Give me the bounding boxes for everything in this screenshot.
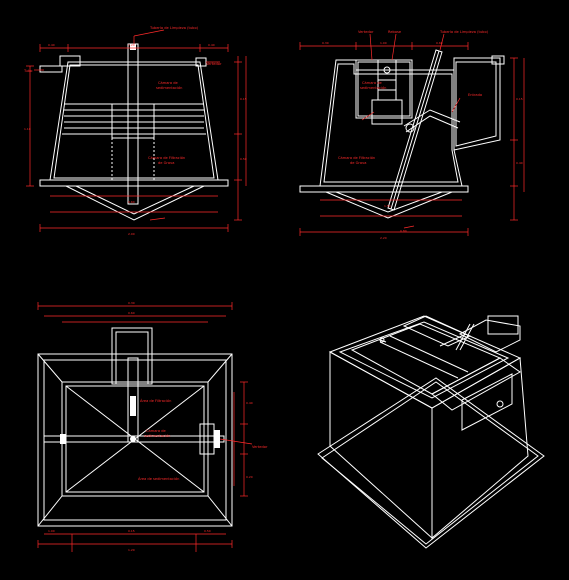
side-dim-0: 0.30 bbox=[322, 41, 329, 45]
front-section-view: Tubería de Limpieza (tubo) Tubo Vertedor… bbox=[23, 26, 247, 236]
side-inner-label-2b: de Grava bbox=[350, 161, 366, 165]
side-inner-label-1b: sedimentación bbox=[360, 86, 386, 90]
isometric-view bbox=[317, 315, 545, 549]
plan-label-1: Área de Filtración bbox=[140, 398, 171, 403]
plan-label-2b: sedimentación bbox=[144, 434, 170, 438]
front-inner-label-2: Cámara de Filtración bbox=[148, 156, 185, 160]
plan-dim-5: 1.00 bbox=[48, 529, 55, 533]
side-dim-1: 1.00 bbox=[380, 41, 387, 45]
front-inner-label-1: Cámara de bbox=[158, 81, 179, 85]
plan-right-label: Vertedor bbox=[252, 445, 268, 449]
front-dim-3: 2.00 bbox=[128, 232, 135, 236]
plan-dim-0: 0.30 bbox=[128, 301, 135, 305]
plan-label-3: Área de sedimentación bbox=[138, 476, 179, 481]
side-dim-4: 0.15 bbox=[516, 97, 523, 101]
front-inner-label-1b: sedimentación bbox=[156, 86, 182, 90]
front-dim-1: 1.20 bbox=[128, 43, 135, 47]
plan-dim-2: 1.20 bbox=[128, 548, 135, 552]
side-top-label-right: Tubería de Limpieza (tubo) bbox=[439, 30, 489, 34]
front-right-label: Vertedor bbox=[206, 62, 222, 66]
plan-label-2: Cámara de bbox=[146, 429, 167, 433]
front-dim-6: 1.10 bbox=[24, 127, 31, 131]
plan-dim-4: 0.20 bbox=[246, 475, 253, 479]
side-dim-3: 2.20 bbox=[380, 236, 387, 240]
front-dim-4: 0.15 bbox=[240, 97, 247, 101]
side-section-view: Vertedor Rebose Tubería de Limpieza (tub… bbox=[299, 30, 525, 240]
front-dim-7: 0.60 bbox=[128, 200, 135, 204]
side-dim-2: 0.60 bbox=[436, 41, 443, 45]
plan-dim-7: 0.50 bbox=[204, 529, 211, 533]
side-top-label-mid: Rebose bbox=[388, 30, 402, 34]
side-dim-5: 0.40 bbox=[516, 161, 523, 165]
front-inner-label-2b: de Grava bbox=[158, 161, 174, 165]
side-inner-label-2: Cámara de Filtración bbox=[338, 156, 375, 160]
side-dim-7: 0.80 bbox=[400, 229, 407, 233]
plan-dim-6: 0.15 bbox=[128, 529, 135, 533]
plan-view: Área de Filtración Cámara de sedimentaci… bbox=[37, 301, 268, 552]
front-left-label: Tubo bbox=[23, 69, 32, 73]
front-top-label: Tubería de Limpieza (tubo) bbox=[149, 26, 199, 30]
plan-dim-3: 0.40 bbox=[246, 401, 253, 405]
front-dim-0: 0.40 bbox=[48, 43, 55, 47]
side-inner-label-1: Cámara de bbox=[362, 81, 383, 85]
front-dim-2: 0.40 bbox=[208, 43, 215, 47]
plan-dim-1: 0.60 bbox=[128, 311, 135, 315]
front-dim-5: 0.50 bbox=[240, 157, 247, 161]
side-right-label: Entrada bbox=[468, 93, 482, 97]
side-dim-6: 1.50 bbox=[384, 204, 391, 208]
side-top-label-left: Vertedor bbox=[358, 30, 374, 34]
